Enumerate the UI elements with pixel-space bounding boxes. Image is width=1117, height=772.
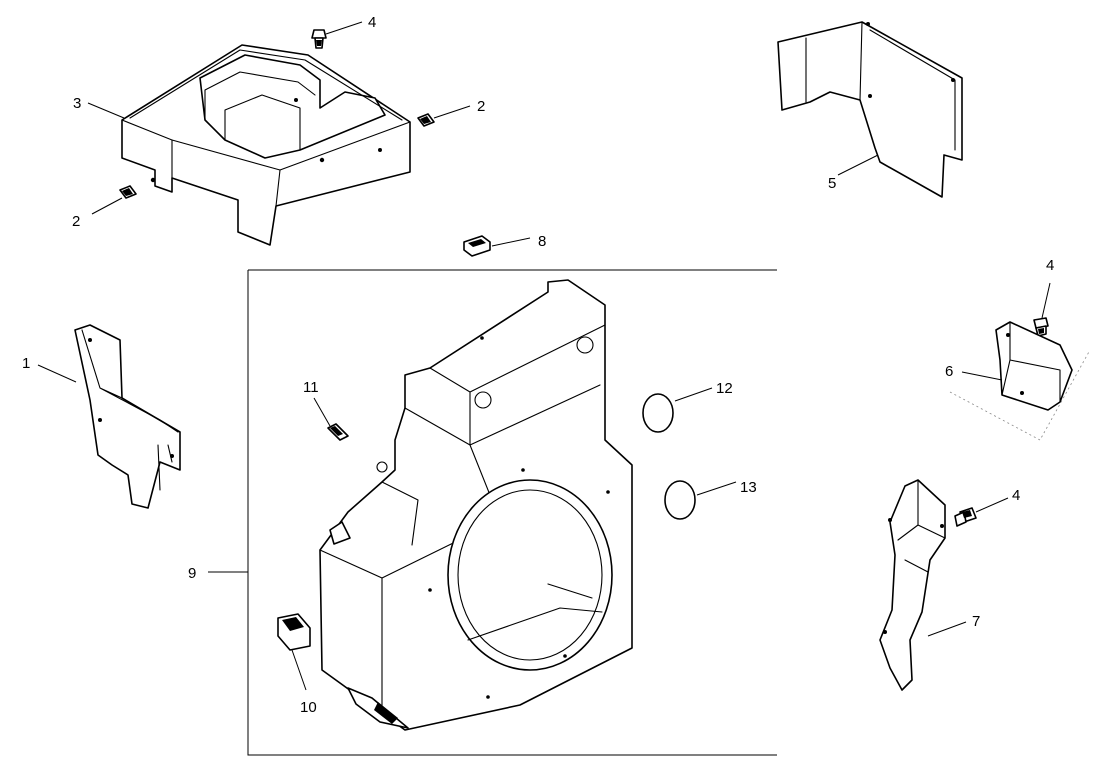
svg-text:6: 6	[945, 363, 953, 380]
part-4-bolt-top[interactable]	[311, 29, 327, 49]
part-13-cap[interactable]	[664, 480, 696, 520]
part-11-screw[interactable]	[327, 423, 349, 441]
svg-text:4: 4	[368, 14, 376, 31]
svg-text:11: 11	[303, 379, 319, 396]
part-7-callout: 7	[927, 613, 980, 637]
svg-text:2: 2	[72, 213, 80, 230]
part-9-blower-housing[interactable]	[319, 279, 633, 731]
svg-text:12: 12	[716, 380, 733, 397]
part-4-callout-top: 4	[325, 14, 376, 35]
part-4-callout-lower-right: 4	[975, 487, 1020, 513]
svg-text:7: 7	[972, 613, 980, 630]
part-1-callout: 1	[22, 355, 77, 383]
part-2-screw-left[interactable]	[119, 185, 137, 199]
svg-text:8: 8	[538, 233, 546, 250]
part-11-callout: 11	[303, 379, 331, 427]
part-3-top-shroud[interactable]	[121, 44, 411, 246]
svg-text:13: 13	[740, 479, 757, 496]
svg-text:1: 1	[22, 355, 30, 372]
part-8-grommet[interactable]	[463, 235, 491, 257]
part-1-bracket[interactable]	[74, 324, 181, 509]
svg-text:5: 5	[828, 175, 836, 192]
svg-text:10: 10	[300, 699, 317, 716]
svg-text:3: 3	[73, 95, 81, 112]
part-7-lower-bracket[interactable]	[879, 479, 946, 691]
part-5-callout: 5	[828, 154, 879, 192]
part-2-callout-right: 2	[433, 98, 485, 119]
part-8-callout: 8	[491, 233, 546, 250]
part-6-guard[interactable]	[949, 321, 1091, 441]
part-4-bolt-lower-right[interactable]	[954, 507, 977, 527]
part-10-plug[interactable]	[277, 613, 311, 651]
part-10-callout: 10	[291, 649, 317, 716]
part-2-screw-right[interactable]	[417, 113, 435, 127]
svg-text:9: 9	[188, 565, 196, 582]
part-2-callout-left: 2	[72, 197, 123, 230]
part-5-side-plate[interactable]	[777, 21, 963, 198]
svg-text:4: 4	[1012, 487, 1020, 504]
part-9-callout: 9	[188, 565, 248, 582]
part-3-callout: 3	[73, 95, 125, 119]
part-12-cap[interactable]	[642, 393, 674, 433]
part-13-callout: 13	[696, 479, 757, 496]
svg-text:4: 4	[1046, 257, 1054, 274]
svg-text:2: 2	[477, 98, 485, 115]
part-4-bolt-right-mid[interactable]	[1033, 317, 1049, 337]
part-4-callout-right-mid: 4	[1041, 257, 1054, 319]
part-6-callout: 6	[945, 363, 1003, 381]
assembly-frame	[247, 269, 777, 756]
part-12-callout: 12	[674, 380, 733, 402]
